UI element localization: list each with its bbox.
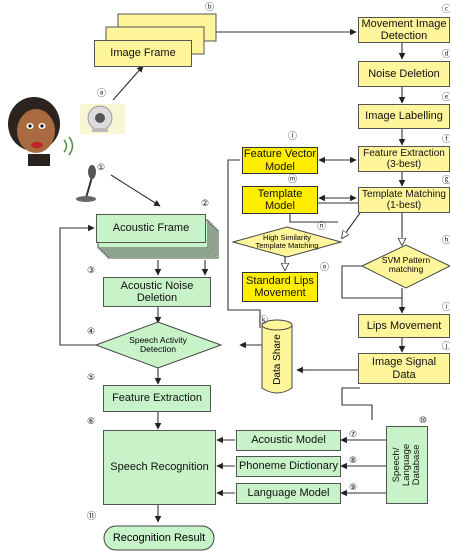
standard-lips-movement-box: Standard Lips Movement: [242, 272, 318, 302]
lips-movement-label: Lips Movement: [366, 319, 442, 332]
image-labelling-label: Image Labelling: [365, 110, 443, 123]
image-frame-label: Image Frame: [110, 47, 176, 60]
movement-image-detection-label: Movement Image Detection: [361, 17, 447, 42]
standard-lips-movement-label: Standard Lips Movement: [246, 274, 314, 299]
phoneme-dictionary-box: Phoneme Dictionary: [236, 456, 341, 477]
acoustic-noise-deletion-label: Acoustic Noise Deletion: [120, 279, 194, 304]
recognition-result-pill: [103, 525, 215, 551]
feature-extraction-box: Feature Extraction: [103, 385, 211, 412]
marker-h: ⓗ: [442, 235, 450, 245]
marker-2: ②: [201, 198, 210, 208]
marker-9: ⑨: [349, 482, 358, 492]
svm-pattern-diamond: [360, 244, 450, 289]
marker-e: ⓔ: [442, 92, 450, 102]
marker-j: ⓙ: [442, 341, 450, 351]
recognition-result-label: Recognition Result: [112, 532, 206, 544]
speech-language-database-label: Speech/ Language Database: [391, 443, 422, 487]
marker-o: ⓞ: [320, 262, 330, 272]
image-signal-data-box: Image Signal Data: [358, 353, 450, 384]
image-signal-data-label: Image Signal Data: [371, 356, 437, 381]
svm-pattern-matching-label: SVM Pattern matching: [381, 255, 431, 275]
marker-4: ④: [87, 326, 96, 336]
webcam-icon: [80, 104, 125, 134]
marker-n: ⓝ: [317, 221, 327, 231]
acoustic-model-label: Acoustic Model: [251, 434, 326, 447]
marker-11: ⑪: [87, 511, 97, 521]
face-icon: [8, 97, 74, 166]
marker-l: ⓛ: [288, 131, 298, 141]
speech-recognition-box: Speech Recognition: [103, 430, 216, 505]
acoustic-noise-deletion-box: Acoustic Noise Deletion: [103, 277, 211, 307]
marker-1: ①: [97, 162, 106, 172]
marker-c: ⓒ: [442, 4, 450, 14]
feature-vector-model-box: Feature Vector Model: [242, 147, 318, 174]
marker-k: ⓚ: [259, 315, 269, 325]
feature-extraction-label: Feature Extraction: [112, 392, 202, 405]
speech-activity-detection-diamond: [94, 321, 223, 369]
microphone-icon: [76, 165, 96, 202]
data-share-label: Data Share: [271, 333, 283, 385]
feature-extraction-3best-label: Feature Extraction (3-best): [363, 148, 445, 170]
acoustic-frame-box: Acoustic Frame: [96, 214, 206, 243]
marker-m: ⓜ: [288, 174, 298, 184]
image-labelling-box: Image Labelling: [358, 104, 450, 129]
noise-deletion-box: Noise Deletion: [358, 61, 450, 87]
speech-recognition-label: Speech Recognition: [110, 461, 209, 474]
marker-a: ⓐ: [97, 88, 107, 98]
marker-f: ⓕ: [442, 134, 450, 144]
language-model-box: Language Model: [236, 483, 341, 504]
speech-language-database-box: Speech/ Language Database: [386, 426, 428, 504]
marker-b: ⓑ: [205, 2, 215, 12]
feature-extraction-3best-box: Feature Extraction (3-best): [358, 146, 450, 172]
marker-8: ⑧: [349, 455, 358, 465]
speech-activity-detection-label: Speech Activity Detection: [129, 335, 187, 355]
marker-5: ⑤: [87, 372, 96, 382]
marker-7: ⑦: [349, 429, 358, 439]
marker-d: ⓓ: [442, 49, 450, 59]
language-model-label: Language Model: [247, 487, 330, 500]
template-model-box: Template Model: [242, 186, 318, 214]
marker-6: ⑥: [87, 416, 96, 426]
data-share-text-wrap: Data Share: [260, 334, 294, 385]
template-matching-1best-box: Template Matching (1-best): [358, 187, 450, 213]
template-model-label: Template Model: [257, 187, 303, 212]
marker-i: ⓘ: [442, 302, 450, 312]
data-share-cylinder: [261, 319, 293, 394]
image-frame-box: Image Frame: [94, 40, 192, 67]
marker-3: ③: [87, 265, 96, 275]
acoustic-frame-label: Acoustic Frame: [112, 222, 190, 235]
phoneme-dictionary-label: Phoneme Dictionary: [238, 460, 339, 473]
high-similarity-diamond: [231, 226, 343, 258]
marker-g: ⓖ: [442, 175, 450, 185]
noise-deletion-label: Noise Deletion: [368, 67, 440, 80]
template-matching-1best-label: Template Matching (1-best): [362, 189, 446, 211]
lips-movement-box: Lips Movement: [358, 314, 450, 338]
movement-image-detection-box: Movement Image Detection: [358, 17, 450, 43]
feature-vector-model-label: Feature Vector Model: [243, 148, 317, 173]
marker-10: ⑩: [419, 415, 428, 425]
acoustic-model-box: Acoustic Model: [236, 430, 341, 451]
high-similarity-label: High Similarity Template Matching: [255, 233, 319, 251]
